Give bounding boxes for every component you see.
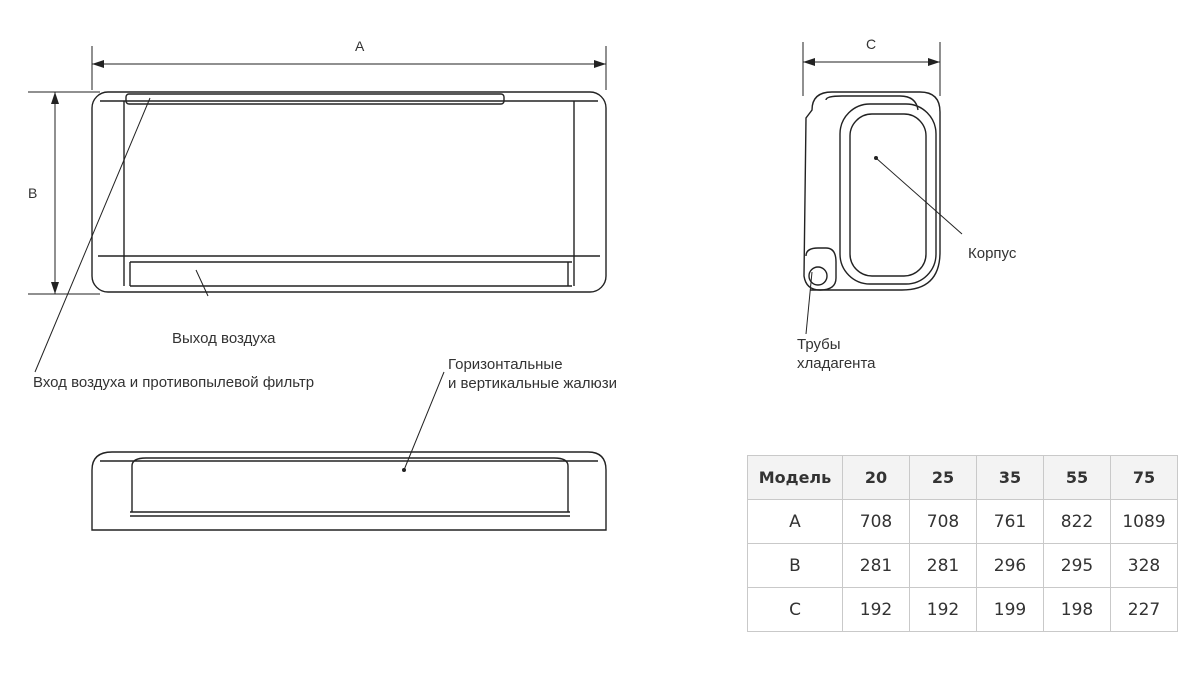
louvers-label-line2: и вертикальные жалюзи [448, 375, 617, 392]
table-cell: 328 [1110, 543, 1178, 588]
pipes-label-line1: Трубы [797, 336, 841, 353]
refrigerant-pipe-port [808, 266, 828, 286]
table-header-model-75: 75 [1110, 455, 1178, 500]
dimension-c-label: C [866, 36, 877, 52]
housing-label: Корпус [968, 245, 1017, 262]
dimension-b-line [28, 91, 100, 295]
table-cell: 708 [909, 499, 977, 544]
table-row: A 708 708 761 822 1089 [747, 499, 1178, 544]
table-cell: 192 [842, 587, 910, 632]
table-header-model-25: 25 [909, 455, 977, 500]
table-cell: 822 [1043, 499, 1111, 544]
table-header-model-20: 20 [842, 455, 910, 500]
table-header-model-55: 55 [1043, 455, 1111, 500]
table-row: B 281 281 296 295 328 [747, 543, 1178, 588]
table-row-label: B [747, 543, 843, 588]
air-inlet-filter-label: Вход воздуха и противопылевой фильтр [33, 374, 315, 391]
housing-leader [875, 157, 963, 235]
table-cell: 295 [1043, 543, 1111, 588]
side-view-unit [803, 91, 941, 291]
table-row-label: A [747, 499, 843, 544]
table-cell: 761 [976, 499, 1044, 544]
air-outlet-leader [195, 269, 209, 297]
table-header-model: Модель [747, 455, 843, 500]
dimension-a-line [91, 46, 607, 90]
top-air-inlet-grille [125, 93, 505, 105]
table-row-label: C [747, 587, 843, 632]
air-inlet-leader [34, 97, 151, 373]
dimension-b-label: B [28, 185, 38, 201]
pipes-label-line2: хладагента [797, 355, 876, 372]
top-view-unit [91, 451, 607, 531]
table-cell: 192 [909, 587, 977, 632]
louvers-leader [403, 371, 445, 471]
dimension-a-label: A [355, 38, 365, 54]
louvers-label-line1: Горизонтальные [448, 356, 563, 373]
table-cell: 198 [1043, 587, 1111, 632]
table-cell: 281 [842, 543, 910, 588]
table-cell: 281 [909, 543, 977, 588]
table-row: C 192 192 199 198 227 [747, 587, 1178, 632]
pipes-leader [805, 271, 813, 335]
table-cell: 296 [976, 543, 1044, 588]
table-cell: 708 [842, 499, 910, 544]
table-cell: 227 [1110, 587, 1178, 632]
air-outlet-label: Выход воздуха [172, 330, 276, 347]
dimension-c-line [802, 42, 941, 96]
table-header-model-35: 35 [976, 455, 1044, 500]
louver-panel [131, 457, 569, 512]
dimensions-table: Модель 20 25 35 55 75 A 708 708 761 822 … [747, 455, 1178, 632]
table-cell: 1089 [1110, 499, 1178, 544]
table-cell: 199 [976, 587, 1044, 632]
front-view-unit [91, 91, 607, 293]
table-header-row: Модель 20 25 35 55 75 [747, 455, 1178, 500]
